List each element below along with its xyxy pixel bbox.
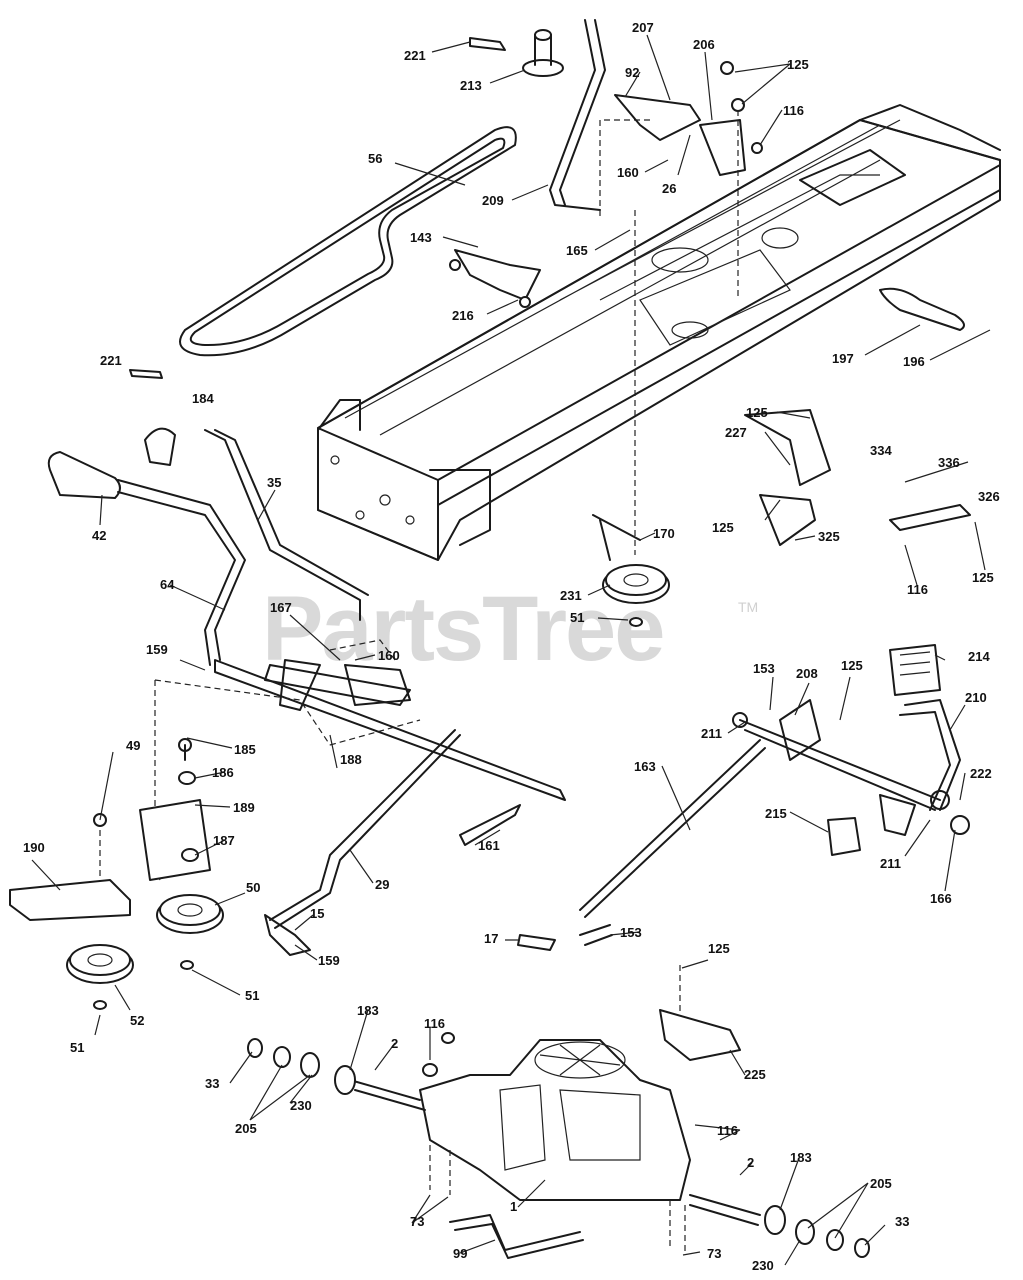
callout-labels: 221 213 207 206 125 92 116 56 160 26 209… bbox=[23, 20, 1000, 1273]
callout-188: 188 bbox=[340, 752, 362, 767]
callout-33: 33 bbox=[895, 1214, 909, 1229]
callout-205: 205 bbox=[235, 1121, 257, 1136]
callout-185: 185 bbox=[234, 742, 256, 757]
callout-153: 153 bbox=[620, 925, 642, 940]
callout-29: 29 bbox=[375, 877, 389, 892]
callout-33: 33 bbox=[205, 1076, 219, 1091]
callout-189: 189 bbox=[233, 800, 255, 815]
callout-1: 1 bbox=[510, 1199, 517, 1214]
callout-159: 159 bbox=[146, 642, 168, 657]
callout-2: 2 bbox=[391, 1036, 398, 1051]
callout-125: 125 bbox=[712, 520, 734, 535]
callout-231: 231 bbox=[560, 588, 582, 603]
callout-125: 125 bbox=[787, 57, 809, 72]
callout-125: 125 bbox=[708, 941, 730, 956]
callout-205: 205 bbox=[870, 1176, 892, 1191]
callout-222: 222 bbox=[970, 766, 992, 781]
callout-160: 160 bbox=[617, 165, 639, 180]
callout-216: 216 bbox=[452, 308, 474, 323]
callout-2: 2 bbox=[747, 1155, 754, 1170]
callout-42: 42 bbox=[92, 528, 106, 543]
callout-183: 183 bbox=[790, 1150, 812, 1165]
callout-73: 73 bbox=[707, 1246, 721, 1261]
callout-207: 207 bbox=[632, 20, 654, 35]
callout-116: 116 bbox=[783, 103, 804, 118]
callout-326: 326 bbox=[978, 489, 1000, 504]
callout-73: 73 bbox=[410, 1214, 424, 1229]
callout-211: 211 bbox=[701, 726, 722, 741]
callout-183: 183 bbox=[357, 1003, 379, 1018]
callout-153: 153 bbox=[753, 661, 775, 676]
callout-186: 186 bbox=[212, 765, 234, 780]
callout-52: 52 bbox=[130, 1013, 144, 1028]
callout-116: 116 bbox=[424, 1016, 445, 1031]
callout-159: 159 bbox=[318, 953, 340, 968]
callout-170: 170 bbox=[653, 526, 675, 541]
callout-334: 334 bbox=[870, 443, 892, 458]
watermark-trademark: TM bbox=[738, 599, 758, 615]
callout-325: 325 bbox=[818, 529, 840, 544]
callout-227: 227 bbox=[725, 425, 747, 440]
callout-221: 221 bbox=[100, 353, 122, 368]
callout-196: 196 bbox=[903, 354, 925, 369]
callout-125: 125 bbox=[972, 570, 994, 585]
callout-64: 64 bbox=[160, 577, 175, 592]
callout-213: 213 bbox=[460, 78, 482, 93]
callout-221: 221 bbox=[404, 48, 426, 63]
callout-197: 197 bbox=[832, 351, 854, 366]
callout-125: 125 bbox=[746, 405, 768, 420]
callout-187: 187 bbox=[213, 833, 235, 848]
callout-230: 230 bbox=[752, 1258, 774, 1273]
callout-92: 92 bbox=[625, 65, 639, 80]
callout-56: 56 bbox=[368, 151, 382, 166]
callout-116: 116 bbox=[717, 1123, 738, 1138]
drive-belt bbox=[179, 126, 517, 357]
callout-209: 209 bbox=[482, 193, 504, 208]
callout-214: 214 bbox=[968, 649, 990, 664]
callout-26: 26 bbox=[662, 181, 676, 196]
callout-165: 165 bbox=[566, 243, 588, 258]
callout-99: 99 bbox=[453, 1246, 467, 1261]
callout-208: 208 bbox=[796, 666, 818, 681]
callout-35: 35 bbox=[267, 475, 281, 490]
transaxle bbox=[247, 1032, 870, 1259]
callout-163: 163 bbox=[634, 759, 656, 774]
callout-206: 206 bbox=[693, 37, 715, 52]
right-linkage bbox=[517, 409, 971, 1061]
callout-230: 230 bbox=[290, 1098, 312, 1113]
callout-161: 161 bbox=[478, 838, 500, 853]
pulleys bbox=[9, 514, 670, 1010]
callout-166: 166 bbox=[930, 891, 952, 906]
callout-336: 336 bbox=[938, 455, 960, 470]
callout-167: 167 bbox=[270, 600, 292, 615]
callout-50: 50 bbox=[246, 880, 260, 895]
chassis-frame bbox=[317, 104, 1001, 561]
callout-17: 17 bbox=[484, 931, 498, 946]
callout-49: 49 bbox=[126, 738, 140, 753]
callout-116: 116 bbox=[907, 582, 928, 597]
callout-215: 215 bbox=[765, 806, 787, 821]
callout-190: 190 bbox=[23, 840, 45, 855]
callout-15: 15 bbox=[310, 906, 324, 921]
callout-211: 211 bbox=[880, 856, 901, 871]
callout-184: 184 bbox=[192, 391, 214, 406]
callout-210: 210 bbox=[965, 690, 987, 705]
callout-143: 143 bbox=[410, 230, 432, 245]
callout-160: 160 bbox=[378, 648, 400, 663]
callout-51: 51 bbox=[70, 1040, 84, 1055]
callout-125: 125 bbox=[841, 658, 863, 673]
callout-51: 51 bbox=[245, 988, 259, 1003]
leader-lines bbox=[31, 34, 991, 1266]
top-parts bbox=[449, 19, 965, 555]
watermark-logo: PartsTree bbox=[262, 578, 663, 680]
callout-51: 51 bbox=[570, 610, 584, 625]
callout-225: 225 bbox=[744, 1067, 766, 1082]
left-linkage bbox=[47, 369, 566, 956]
